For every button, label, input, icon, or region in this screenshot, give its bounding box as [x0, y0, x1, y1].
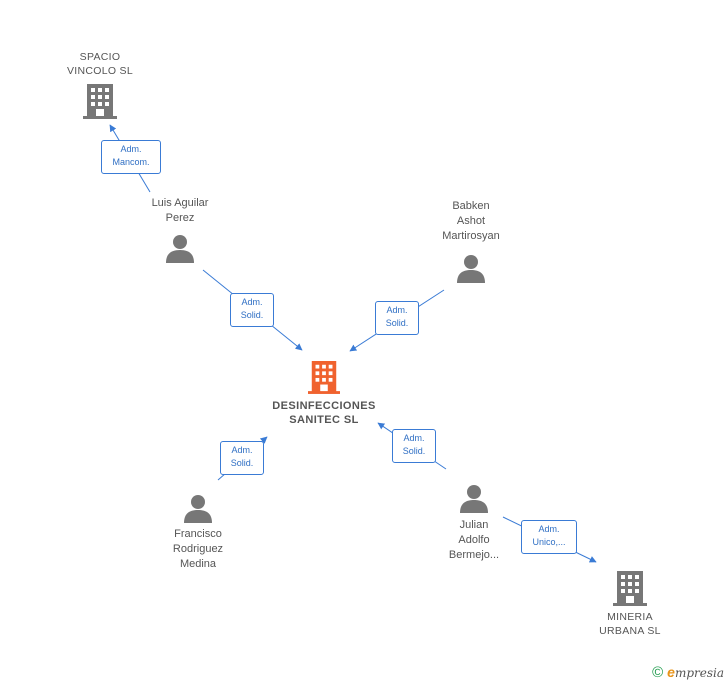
role-label-julian-focal[interactable]: Adm. Solid.: [392, 429, 436, 463]
node-spacio-vincolo[interactable]: SPACIO VINCOLO SL: [48, 50, 152, 119]
node-label: SANITEC SL: [289, 414, 359, 426]
brand-logo-letter: e: [667, 664, 675, 680]
role-label-line: Adm.: [231, 445, 253, 455]
node-babken-ashot-martirosyan[interactable]: Babken Ashot Martirosyan: [421, 199, 521, 283]
role-label-babken-focal[interactable]: Adm. Solid.: [375, 301, 419, 335]
brand-footer: ©empresia: [652, 664, 724, 681]
building-icon: [613, 571, 647, 606]
person-icon: [457, 255, 485, 283]
copyright-symbol: ©: [652, 664, 664, 681]
role-label-francisco-focal[interactable]: Adm. Solid.: [220, 441, 264, 475]
node-mineria-urbana[interactable]: MINERIA URBANA SL: [578, 570, 682, 638]
node-label: Babken: [452, 200, 490, 212]
role-label-luis-spacio[interactable]: Adm. Mancom.: [101, 140, 161, 174]
role-label-julian-mineria[interactable]: Adm. Unico,...: [521, 520, 577, 554]
person-icon: [460, 485, 488, 513]
building-icon: [308, 361, 340, 394]
role-label-line: Solid.: [402, 446, 426, 456]
node-label: URBANA SL: [599, 625, 661, 637]
node-label: Francisco: [174, 528, 222, 540]
role-label-line: Adm.: [120, 144, 142, 154]
node-label: Julian: [459, 519, 489, 531]
node-luis-aguilar-perez[interactable]: Luis Aguilar Perez: [130, 196, 230, 263]
role-label-line: Adm.: [538, 524, 560, 534]
node-label: SPACIO: [79, 51, 121, 63]
role-label-line: Adm.: [241, 297, 263, 307]
role-label-line: Adm.: [403, 433, 425, 443]
role-label-line: Solid.: [385, 318, 409, 328]
role-label-line: Mancom.: [112, 157, 150, 167]
brand-logo-text: mpresia: [674, 666, 724, 680]
node-label: Martirosyan: [442, 230, 500, 242]
node-julian-adolfo-bermejo[interactable]: Julian Adolfo Bermejo...: [424, 483, 524, 563]
node-francisco-rodriguez-medina[interactable]: Francisco Rodriguez Medina: [148, 493, 248, 572]
person-icon: [184, 495, 212, 523]
node-label: Rodriguez: [172, 543, 224, 555]
role-label-line: Solid.: [230, 458, 254, 468]
node-desinfecciones-sanitec[interactable]: DESINFECCIONES SANITEC SL: [254, 360, 394, 427]
role-label-line: Adm.: [386, 305, 408, 315]
node-label: Luis Aguilar: [151, 197, 209, 209]
node-label: Ashot: [456, 215, 486, 227]
node-label: Bermejo...: [448, 549, 500, 561]
node-label: DESINFECCIONES: [272, 400, 376, 412]
role-label-line: Solid.: [240, 310, 264, 320]
person-icon: [166, 235, 194, 263]
node-label: Adolfo: [458, 534, 490, 546]
node-label: VINCOLO SL: [66, 65, 134, 77]
role-label-luis-focal[interactable]: Adm. Solid.: [230, 293, 274, 327]
node-label: MINERIA: [607, 611, 653, 623]
building-icon: [83, 84, 117, 119]
node-label: Medina: [179, 558, 217, 570]
node-label: Perez: [165, 212, 195, 224]
role-label-line: Unico,...: [532, 537, 566, 547]
